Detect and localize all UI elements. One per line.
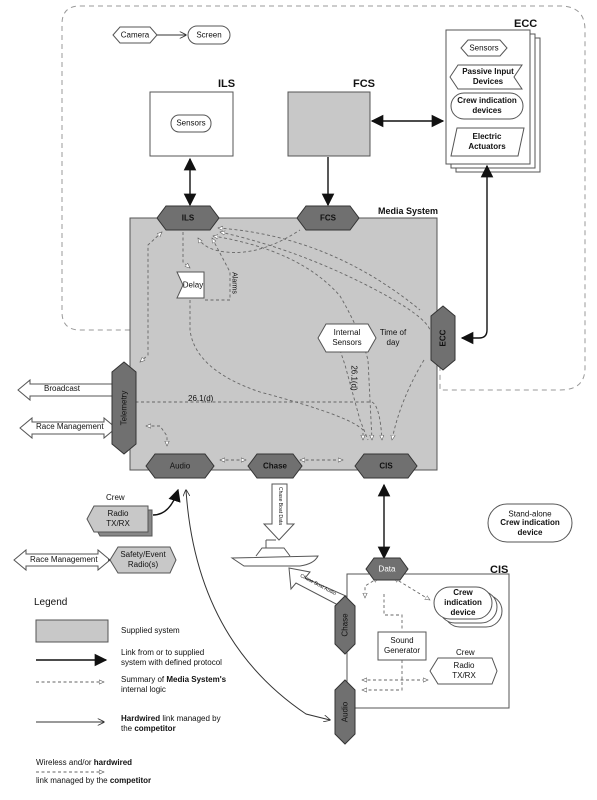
node-ils [156,205,220,231]
legend-wire-bold: hardwired [93,758,133,767]
cis-data-label: Data [378,564,396,574]
ils-title: ILS [218,78,236,90]
legend-summary-line-1: Summary of Media System's [121,675,226,684]
internal-sensors-label: Internal Sensors [332,328,362,347]
node-telemetry-label: Telemetry [119,390,129,426]
sound-generator-label: Sound Generator [383,636,421,655]
screen-label: Screen [196,30,222,40]
camera-label: Camera [120,30,150,40]
crew-1-label: Crew [106,493,125,502]
ils-sensors-node [170,114,212,133]
node-audio [145,453,215,479]
ref-261d-diag-label: 26.1(d) [349,365,359,391]
delay-node [176,271,205,299]
node-chase-label: Chase [262,461,288,471]
cis-chase-label: Chase [340,613,350,637]
node-ecc-label: ECC [438,329,448,347]
broadcast-label: Broadcast [44,384,81,393]
legend-wire-bold-2: competitor [109,776,152,785]
safety-event-label: Safety/Event Radio(s) [120,550,166,569]
ecc-sensors-label: Sensors [469,43,499,53]
ecc-sensors-node [460,39,508,57]
node-telemetry [111,361,137,455]
node-ecc [430,305,456,371]
cis-audio-label: Audio [340,701,350,723]
legend-hard-text-2: the [121,724,135,733]
ecc-passive-input-node [449,64,523,90]
legend-link-label-1: Link from or to supplied [121,648,205,657]
legend-wireless-line-1: Wireless and/or hardwired [36,758,132,767]
legend-summary-label-2: internal logic [121,685,166,694]
legend-hard-bold: Hardwired [121,714,161,723]
legend-supplied-label: Supplied system [121,626,180,635]
ecc-electric-actuators-node [450,127,525,157]
alarms-label: Alarms [230,272,238,294]
ecc-media-link [460,164,494,345]
ecc-crew-indication-label: Crew indication devices [457,96,517,115]
node-fcs [296,205,360,231]
node-fcs-label: FCS [320,213,336,223]
cis-crew-label: Crew [456,648,475,657]
cis-crew-indication-node [433,586,493,620]
node-cis-label: CIS [379,461,393,471]
ecc-electric-actuators-label: Electric Actuators [468,132,506,151]
chase-boat-data-label: Chase Boat Data [277,486,283,526]
ref-261d-label: 26.1(d) [188,394,214,403]
audio-crew-radio-link [152,488,181,516]
legend-hard-bold-2: competitor [134,724,176,733]
legend-wire-text-2: link managed by the [36,776,110,785]
ecc-title: ECC [514,18,538,30]
cis-radio-node [429,657,498,685]
node-cis [354,453,418,479]
fcs-box [287,91,371,157]
radio-txrx-1-label: Radio TX/RX [106,509,130,528]
cis-node-chase [334,595,356,655]
legend-link-label-2: system with defined protocol [121,658,222,667]
media-system-title: Media System [378,206,439,216]
delay-label: Delay [182,280,204,290]
time-of-day-label: Time of day [379,328,407,347]
legend-hard-text-1: link managed by [160,714,221,723]
ecc-passive-input-label: Passive Input Devices [462,67,514,86]
standalone-device [487,503,573,543]
safety-radio-node [109,546,177,574]
race-management-1-label: Race Management [36,422,104,431]
cis-crew-indication-label: Crew indication device [444,588,482,617]
chase-boat-icon [230,539,319,567]
standalone-2-label: Crew indication device [500,518,560,537]
cis-radio-label: Radio TX/RX [452,661,476,680]
sound-generator-node [377,631,427,661]
legend-wireless-line-2: link managed by the competitor [36,776,151,785]
legend-hardwired-line-1: Hardwired link managed by [121,714,221,723]
legend-hardwired-line-2: the competitor [121,724,176,733]
crew-radio-node [86,505,149,533]
legend-supplied-swatch [35,619,109,643]
fcs-title: FCS [353,78,375,90]
node-audio-label: Audio [169,461,191,471]
cis-title: CIS [490,564,509,576]
cis-node-data [365,557,409,581]
standalone-1-label: Stand-alone [508,509,552,519]
ils-sensors-label: Sensors [176,118,206,128]
screen-node [187,25,231,45]
internal-sensors-node [317,323,377,353]
internal-logic-lines [130,228,430,690]
audio-long-hardwired-link [186,490,330,720]
cis-node-audio [334,679,356,745]
node-ils-label: ILS [181,213,195,223]
legend-summary-text-1: Summary of [121,675,167,684]
race-management-2-label: Race Management [30,555,98,564]
legend-heading: Legend [34,597,68,608]
node-chase [247,453,303,479]
ecc-crew-indication-node [450,92,524,120]
legend-summary-bold: Media System's [166,675,227,684]
legend-wire-text-1: Wireless and/or [36,758,94,767]
